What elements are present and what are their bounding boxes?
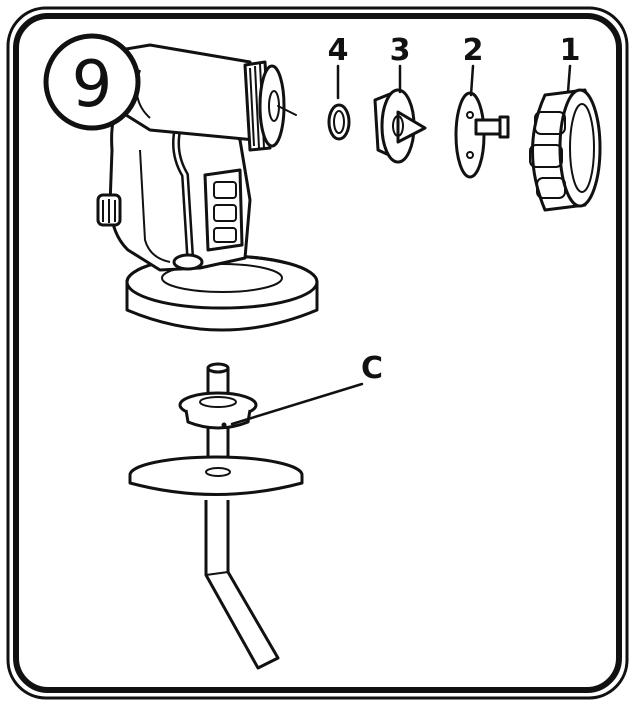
- step-number: 9: [72, 48, 113, 122]
- part-4-o-ring: [327, 103, 351, 141]
- suction-tube-assembly: [128, 362, 304, 670]
- spray-gun-illustration: [96, 43, 319, 332]
- leader-line-1: [566, 64, 572, 94]
- leader-line-2: [469, 64, 475, 97]
- part-label-2: 2: [463, 33, 484, 68]
- part-2-nozzle-plate: [454, 91, 510, 179]
- step-badge-circle: [43, 33, 141, 131]
- callout-label-c: C: [361, 351, 383, 386]
- part-1-union-nut: [529, 88, 602, 212]
- part-label-1: 1: [560, 33, 581, 68]
- step-badge: 9: [43, 33, 141, 131]
- inner-frame: [13, 13, 622, 693]
- outer-frame: [6, 6, 629, 700]
- callout-leader-c: [230, 382, 364, 426]
- part-label-3: 3: [390, 33, 411, 68]
- part-3-air-cap: [373, 88, 427, 164]
- part-label-4: 4: [328, 33, 349, 68]
